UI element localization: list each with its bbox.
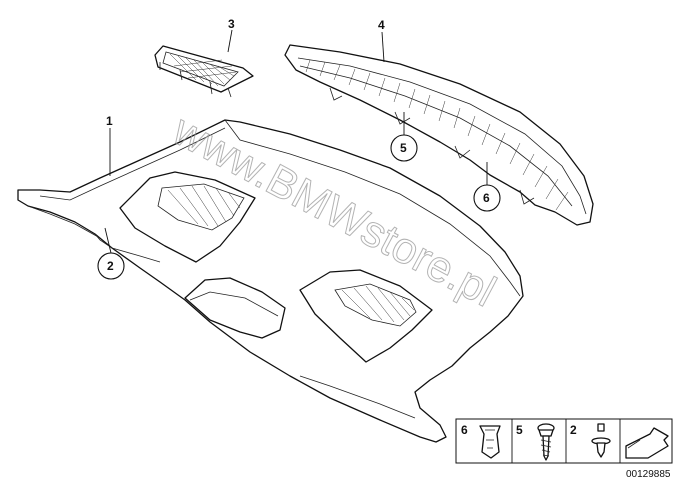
fastener-legend: 6 5 2 xyxy=(455,418,673,464)
callout-5: 5 xyxy=(390,112,418,162)
diagram-code: 00129885 xyxy=(626,469,671,480)
callout-4: 4 xyxy=(378,18,385,63)
legend-item-2: 2 xyxy=(570,423,611,458)
left-speaker-opening xyxy=(119,171,256,263)
clip-nut-icon xyxy=(479,425,501,459)
right-speaker-opening xyxy=(299,269,433,363)
part-4-ribs xyxy=(305,59,569,211)
forward-direction-arrow-icon xyxy=(625,427,669,459)
part-4-third-brake-light xyxy=(284,44,594,226)
legend-item-6: 6 xyxy=(461,423,501,459)
legend-item-5-label: 5 xyxy=(516,423,523,437)
legend-item-5: 5 xyxy=(516,423,555,461)
screw-icon xyxy=(537,423,555,461)
legend-item-2-label: 2 xyxy=(570,423,577,437)
callout-5-label: 5 xyxy=(400,141,407,155)
callout-3-label: 3 xyxy=(228,17,235,31)
expanding-rivet-icon xyxy=(591,423,611,458)
part-1-parcel-shelf xyxy=(17,119,524,443)
left-speaker-hatch xyxy=(167,185,241,227)
right-speaker-hatch xyxy=(341,285,415,323)
part-3-grille-cover xyxy=(154,45,254,98)
center-tunnel xyxy=(184,277,286,339)
callout-2: 2 xyxy=(97,227,125,280)
callout-1-label: 1 xyxy=(106,114,113,128)
callout-2-label: 2 xyxy=(107,259,114,273)
callout-3: 3 xyxy=(227,17,235,53)
callout-6-label: 6 xyxy=(483,191,490,205)
callout-4-label: 4 xyxy=(378,18,385,32)
callout-6: 6 xyxy=(473,162,501,212)
legend-item-6-label: 6 xyxy=(461,423,468,437)
part-3-hatch xyxy=(169,53,237,87)
callout-1: 1 xyxy=(106,114,113,176)
